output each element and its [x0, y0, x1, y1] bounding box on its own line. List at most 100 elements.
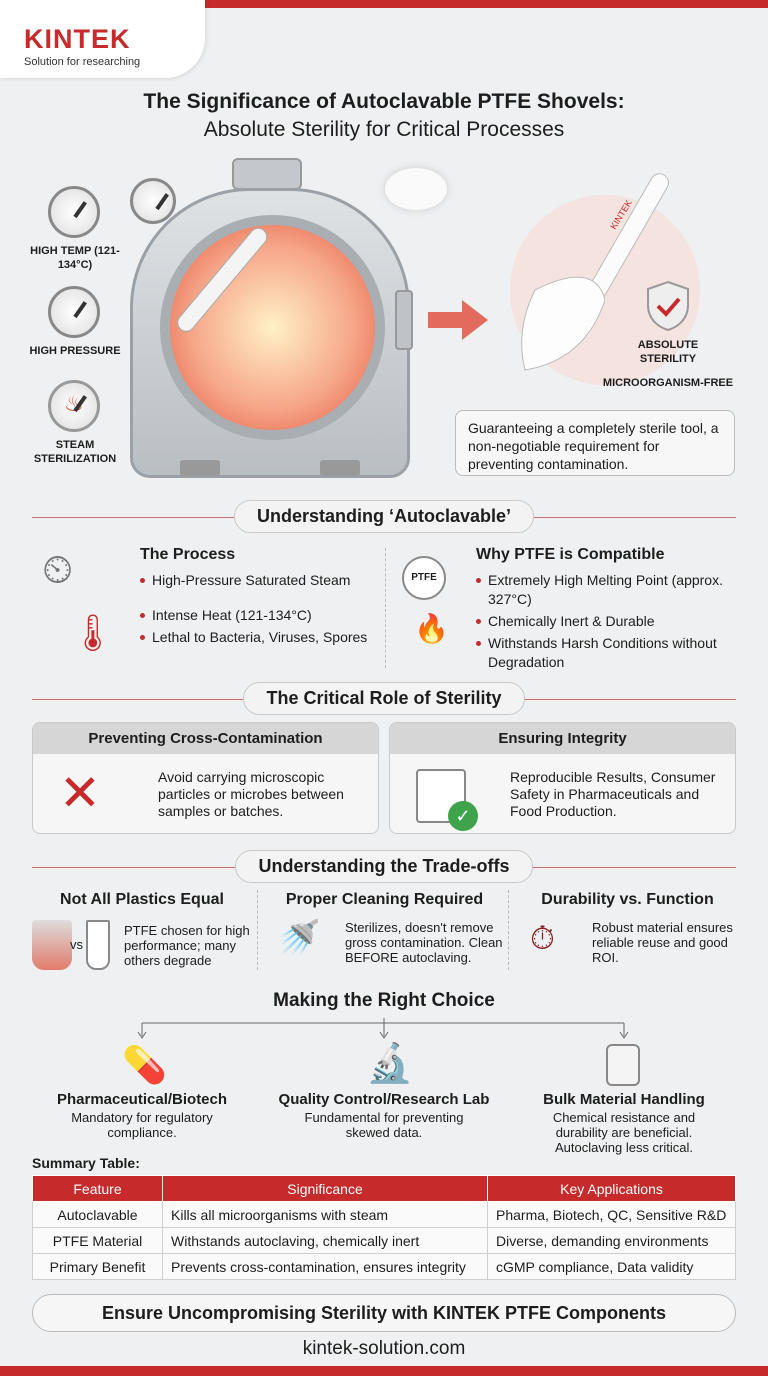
microscope-icon: 🔬 [366, 1043, 414, 1085]
column-divider [508, 890, 509, 970]
logo-wordmark: KINTEK [24, 24, 131, 54]
process-title: The Process [140, 546, 236, 563]
table-cell: Diverse, demanding environments [487, 1227, 736, 1254]
badge-line2: STERILITY [639, 353, 697, 365]
autoclave-gauge-icon [130, 178, 176, 224]
section-title: Understanding the Trade-offs [235, 850, 533, 883]
choice-title: Quality Control/Research Lab [278, 1091, 490, 1108]
section-header-tradeoffs: Understanding the Trade-offs [0, 850, 768, 883]
page-title: The Significance of Autoclavable PTFE Sh… [143, 90, 625, 113]
list-item: Withstands Harsh Conditions without Degr… [476, 634, 741, 672]
table-cell: Kills all microorganisms with steam [162, 1201, 488, 1228]
list-item: High-Pressure Saturated Steam [140, 571, 380, 590]
column-header: Key Applications [487, 1175, 736, 1202]
card-cross-contamination: Preventing Cross-Contamination ✕ Avoid c… [32, 722, 379, 834]
ptfe-part-icon [86, 920, 110, 970]
summary-label: Summary Table: [32, 1155, 140, 1171]
thermometer-icon: 🌡 [70, 612, 116, 653]
flame-icon: 🔥 [414, 613, 449, 644]
column-header: Feature [32, 1175, 163, 1202]
table-header-row: Feature Significance Key Applications [32, 1175, 736, 1202]
card-text: Reproducible Results, Consumer Safety in… [510, 769, 716, 819]
tradeoff-title: Durability vs. Function [541, 891, 714, 908]
summary-table: Feature Significance Key Applications Au… [32, 1175, 736, 1280]
table-cell: cGMP compliance, Data validity [487, 1253, 736, 1280]
thermometer-gauge-icon [48, 186, 100, 238]
call-to-action-banner: Ensure Uncompromising Sterility with KIN… [32, 1294, 736, 1332]
ptfe-title: Why PTFE is Compatible [476, 546, 665, 563]
tradeoff-title: Proper Cleaning Required [285, 891, 484, 908]
column-header: Significance [162, 1175, 488, 1202]
card-text: Avoid carrying microscopic particles or … [158, 769, 344, 819]
column-divider [385, 548, 386, 668]
list-item: Intense Heat (121-134°C) [140, 606, 380, 625]
badge-subtitle: MICROORGANISM-FREE [602, 377, 734, 389]
sterile-shovel-illustration: KINTEK [510, 173, 700, 385]
no-cross-contamination-icon: ✕ [59, 765, 101, 821]
bulk-container-icon [606, 1044, 640, 1086]
decision-tree-connectors [137, 1018, 629, 1039]
table-cell: Primary Benefit [32, 1253, 163, 1280]
choice-text: Mandatory for regulatory compliance. [71, 1110, 213, 1140]
section-header-sterility: The Critical Role of Sterility [0, 682, 768, 715]
autoclave-foot [180, 460, 220, 476]
sterility-callout: Guaranteeing a completely sterile tool, … [455, 410, 735, 476]
cleaning-shovel-icon: 🚿 [278, 919, 321, 957]
steam-cloud-icon [385, 168, 447, 210]
section-title: Understanding ‘Autoclavable’ [233, 500, 535, 533]
choice-title: Pharmaceutical/Biotech [56, 1091, 228, 1108]
choice-text: Fundamental for preventing skewed data. [304, 1110, 464, 1140]
tradeoff-title: Not All Plastics Equal [60, 891, 224, 908]
autoclave-window [160, 215, 385, 440]
shield-check-icon [647, 280, 689, 332]
tradeoff-text: Robust material ensures reliable reuse a… [592, 920, 733, 965]
logo: KINTEK Solution for researching [0, 0, 205, 78]
autoclave-latch [395, 290, 413, 350]
list-item: Chemically Inert & Durable [476, 612, 741, 631]
arrow-right-icon [428, 300, 488, 340]
section-header-autoclavable: Understanding ‘Autoclavable’ [0, 500, 768, 533]
badge-line1: ABSOLUTE [637, 339, 699, 351]
table-cell: Autoclavable [32, 1201, 163, 1228]
ptfe-molecule-icon: PTFE [402, 556, 446, 600]
website-link[interactable]: kintek-solution.com [302, 1338, 466, 1359]
choice-title: Bulk Material Handling [543, 1091, 705, 1108]
condition-label: HIGH TEMP (121-134°C) [30, 245, 120, 271]
page-subtitle: Absolute Sterility for Critical Processe… [203, 118, 565, 141]
list-item: Lethal to Bacteria, Viruses, Spores [140, 628, 380, 647]
shovel-clock-icon: ⏱ [530, 920, 555, 956]
choice-heading: Making the Right Choice [273, 990, 495, 1011]
pill-capsule-icon: 💊 [122, 1044, 167, 1085]
checklist-icon: ✓ [416, 769, 478, 831]
bottom-accent-bar [0, 1366, 768, 1376]
column-divider [257, 890, 258, 970]
list-item: Extremely High Melting Point (approx. 32… [476, 571, 741, 609]
card-title: Preventing Cross-Contamination [33, 723, 378, 754]
choice-text: Chemical resistance and durability are b… [552, 1110, 696, 1155]
vs-label: vs [70, 937, 83, 952]
table-cell: Withstands autoclaving, chemically inert [162, 1227, 488, 1254]
table-cell: Pharma, Biotech, QC, Sensitive R&D [487, 1201, 736, 1228]
steam-icon: ♨ [48, 380, 100, 432]
table-cell: Prevents cross-contamination, ensures in… [162, 1253, 488, 1280]
card-integrity: Ensuring Integrity ✓ Reproducible Result… [389, 722, 736, 834]
autoclave-handle [232, 158, 302, 190]
tradeoff-text: Sterilizes, doesn't remove gross contami… [345, 920, 503, 965]
ptfe-list: Extremely High Melting Point (approx. 32… [476, 571, 741, 675]
melted-plastic-icon [32, 920, 72, 970]
condition-label: HIGH PRESSURE [29, 345, 121, 357]
table-cell: PTFE Material [32, 1227, 163, 1254]
condition-label: STEAM STERILIZATION [33, 439, 117, 465]
top-accent-bar [200, 0, 768, 8]
pressure-gauge-icon [48, 286, 100, 338]
tradeoff-text: PTFE chosen for high performance; many o… [124, 923, 250, 968]
logo-tagline: Solution for researching [24, 56, 141, 68]
autoclave-steam-icon: ⏲ [42, 548, 74, 592]
autoclave-foot [320, 460, 360, 476]
section-title: The Critical Role of Sterility [243, 682, 525, 715]
process-list: High-Pressure Saturated Steam Intense He… [140, 571, 380, 650]
card-title: Ensuring Integrity [390, 723, 735, 754]
